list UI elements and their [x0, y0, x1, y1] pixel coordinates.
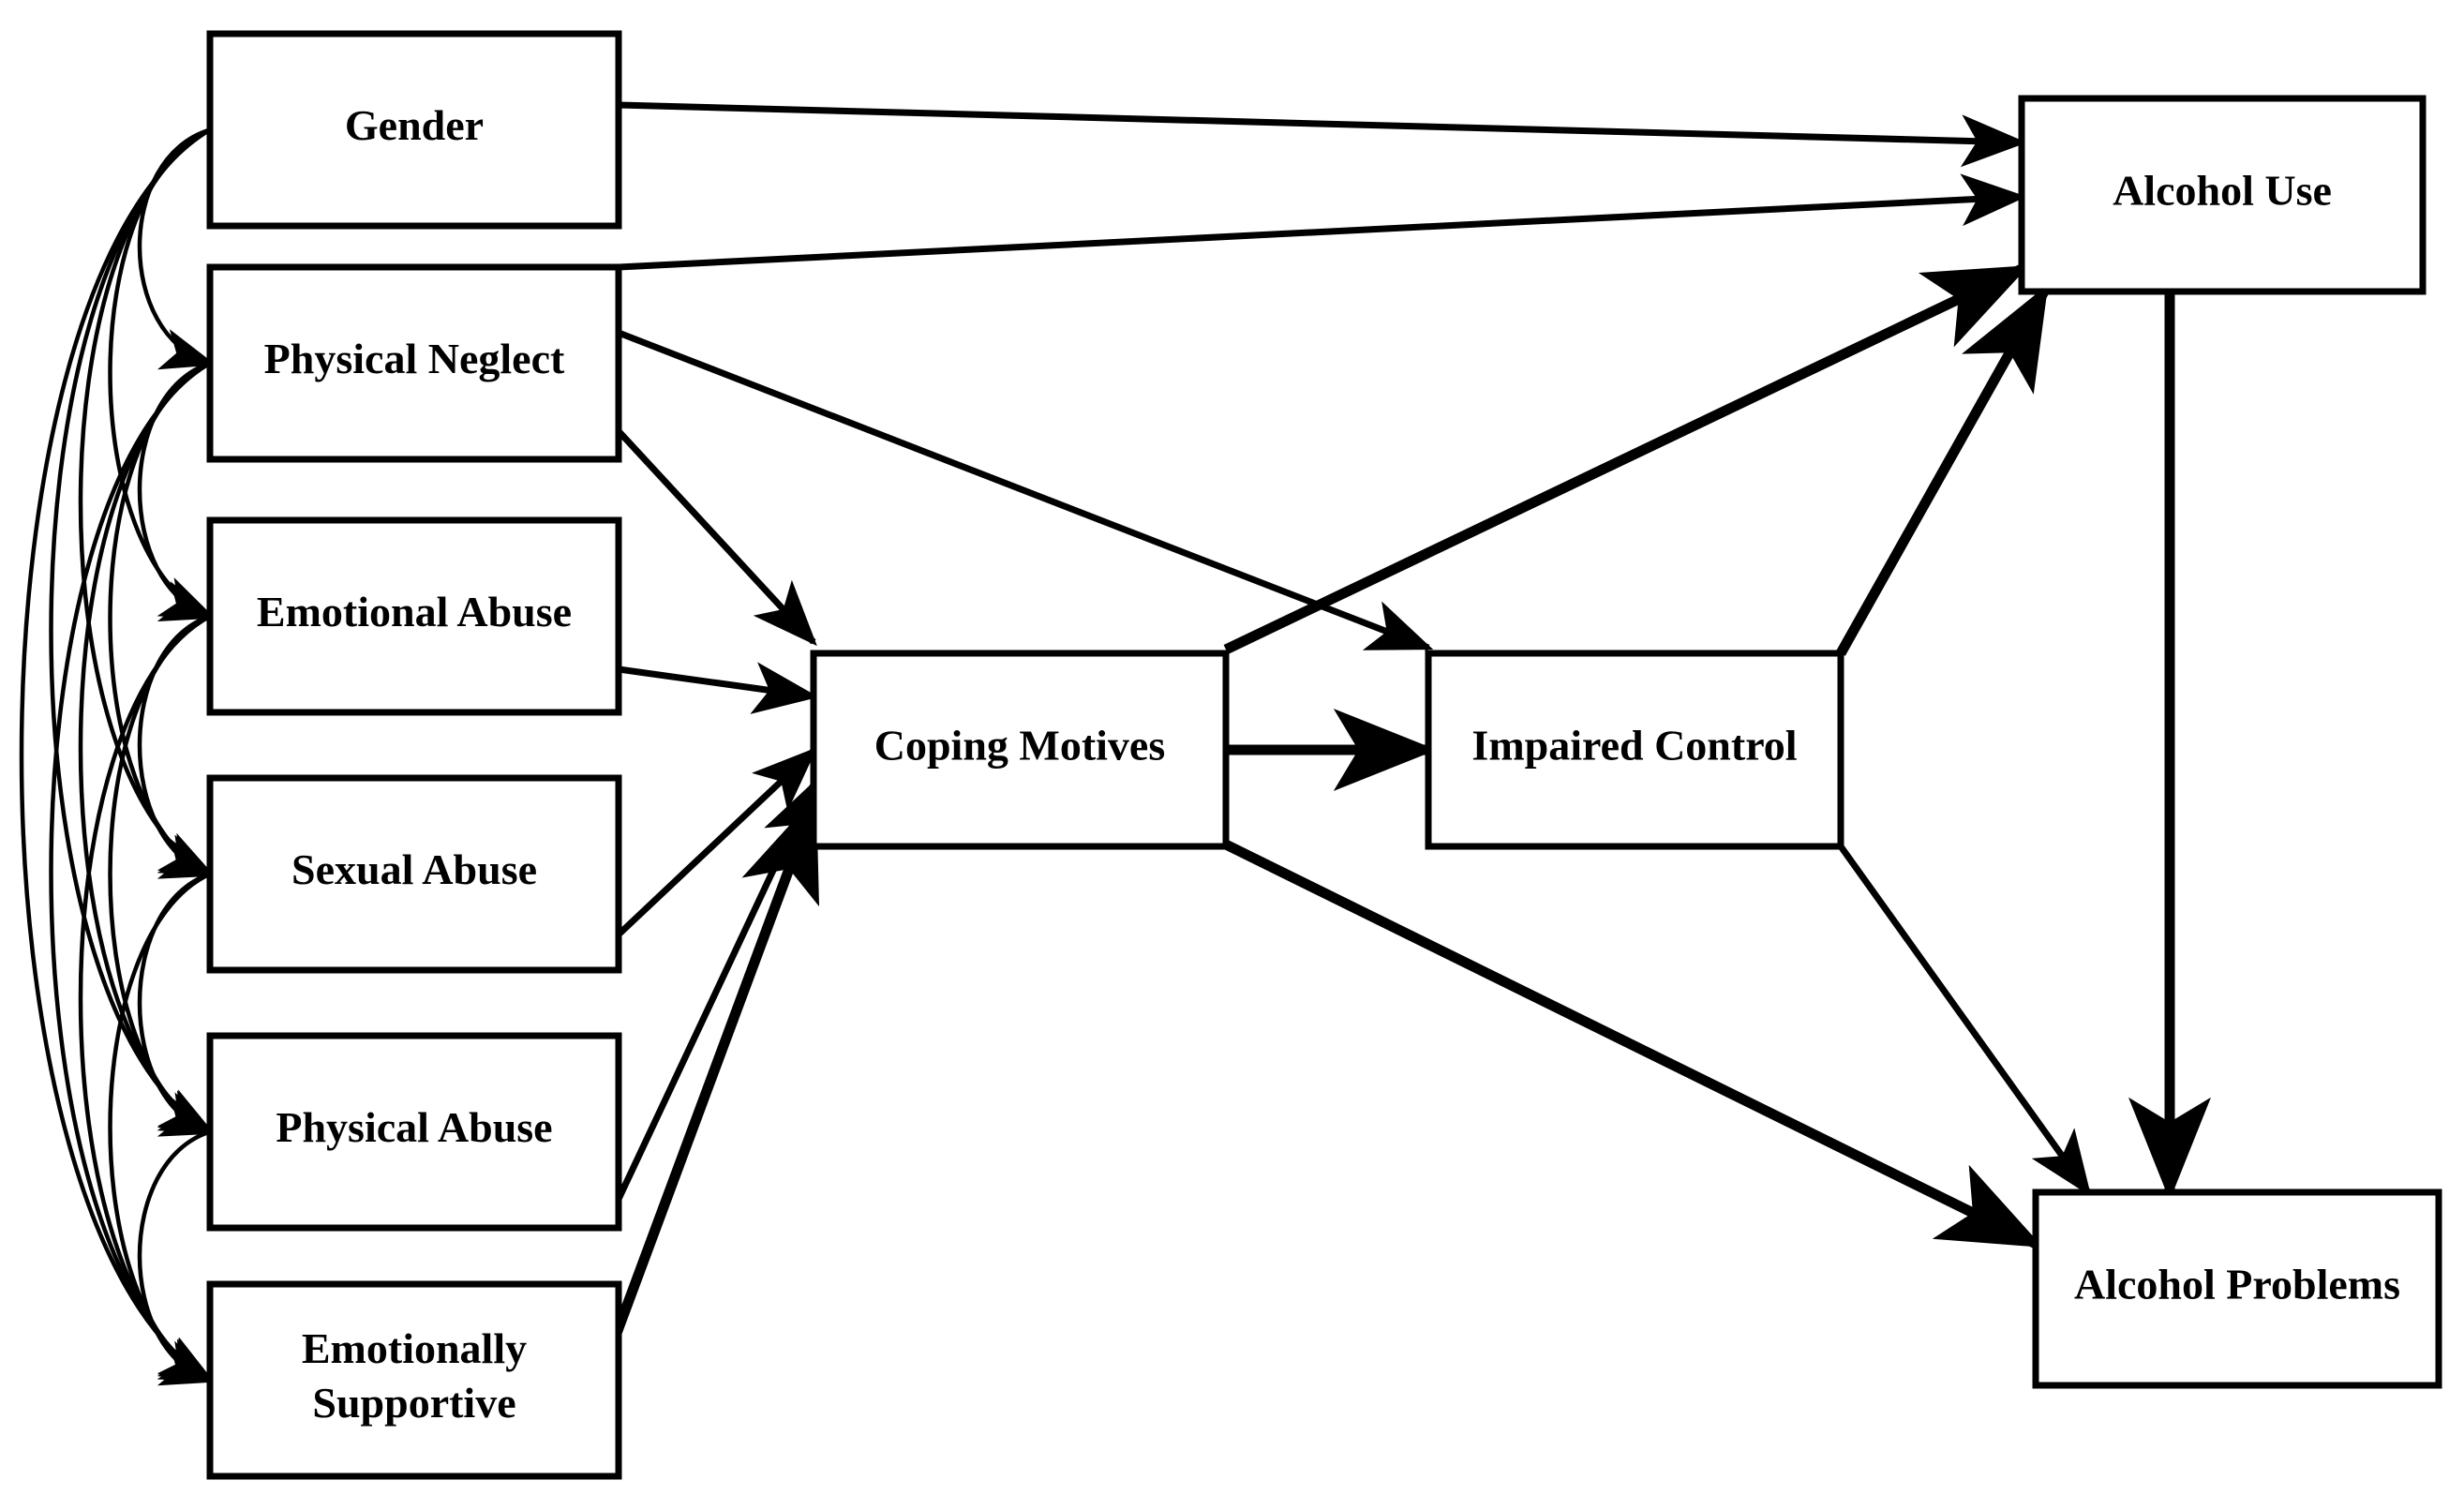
node-box-impaired[interactable] — [1425, 650, 1844, 850]
directed-path-group — [604, 101, 2211, 1355]
correlation-arc — [137, 96, 263, 370]
correlation-arc — [137, 1097, 263, 1386]
node-box-phys_abuse[interactable] — [206, 1032, 622, 1232]
node-phys_neglect[interactable]: Physical Neglect — [206, 263, 622, 463]
node-box-emo_support[interactable] — [206, 1280, 622, 1480]
correlation-arc — [108, 576, 263, 1135]
node-label-emo_support: Supportive — [312, 1379, 515, 1427]
node-gender[interactable]: Gender — [206, 30, 622, 230]
correlation-arc — [78, 575, 263, 1383]
node-label-phys_abuse: Physical Abuse — [276, 1103, 552, 1151]
correlation-arc — [49, 87, 263, 1135]
node-label-emo_abuse: Emotional Abuse — [257, 588, 572, 635]
node-emo_abuse[interactable]: Emotional Abuse — [206, 516, 622, 716]
node-label-alc_use: Alcohol Use — [2113, 167, 2332, 215]
path-arrow-coping-to-alc_use — [1223, 264, 2029, 654]
path-arrow-impaired-to-alc_use — [1836, 284, 2049, 656]
correlation-arc — [19, 86, 262, 1383]
node-box-emo_abuse[interactable] — [206, 516, 622, 716]
path-arrow-gender-to-alc_use — [618, 101, 2027, 168]
correlation-arc — [78, 88, 263, 877]
correlation-arc — [137, 838, 263, 1137]
path-arrow-phys_neglect-to-coping — [616, 428, 817, 647]
node-label-gender: Gender — [345, 101, 484, 149]
path-arrow-impaired-to-alc_prob — [1838, 844, 2092, 1197]
node-coping[interactable]: Coping Motives — [810, 650, 1230, 850]
node-impaired[interactable]: Impaired Control — [1425, 650, 1844, 850]
correlation-arc — [49, 321, 263, 1383]
node-phys_abuse[interactable]: Physical Abuse — [206, 1032, 622, 1232]
path-arrow-emo_support-to-coping — [604, 795, 820, 1355]
correlation-arc — [78, 321, 263, 1135]
path-arrow-phys_neglect-to-impaired — [617, 329, 1434, 651]
correlation-arc — [108, 323, 263, 877]
node-label-coping: Coping Motives — [874, 722, 1166, 770]
node-label-emo_support: Emotionally — [302, 1324, 527, 1372]
node-box-coping[interactable] — [810, 650, 1230, 850]
correlation-arc-group — [19, 86, 263, 1386]
node-box-phys_neglect[interactable] — [206, 263, 622, 463]
node-label-impaired: Impaired Control — [1471, 722, 1797, 770]
node-box-gender[interactable] — [206, 30, 622, 230]
path-arrow-emo_abuse-to-coping — [618, 662, 819, 714]
node-box-alc_prob[interactable] — [2032, 1189, 2442, 1389]
node-label-sex_abuse: Sexual Abuse — [291, 845, 537, 893]
path-arrow-phys_neglect-to-alc_use — [618, 173, 2027, 271]
correlation-arc — [137, 328, 263, 621]
node-label-alc_prob: Alcohol Problems — [2074, 1261, 2400, 1308]
path-arrow-coping-to-alc_prob — [1223, 840, 2043, 1248]
node-box-alc_use[interactable] — [2018, 95, 2427, 295]
node-box-sex_abuse[interactable] — [206, 774, 622, 974]
correlation-arc — [137, 580, 263, 879]
node-sex_abuse[interactable]: Sexual Abuse — [206, 774, 622, 974]
node-alc_prob[interactable]: Alcohol Problems — [2032, 1189, 2442, 1389]
node-alc_use[interactable]: Alcohol Use — [2018, 95, 2427, 295]
node-label-phys_neglect: Physical Neglect — [264, 335, 565, 382]
